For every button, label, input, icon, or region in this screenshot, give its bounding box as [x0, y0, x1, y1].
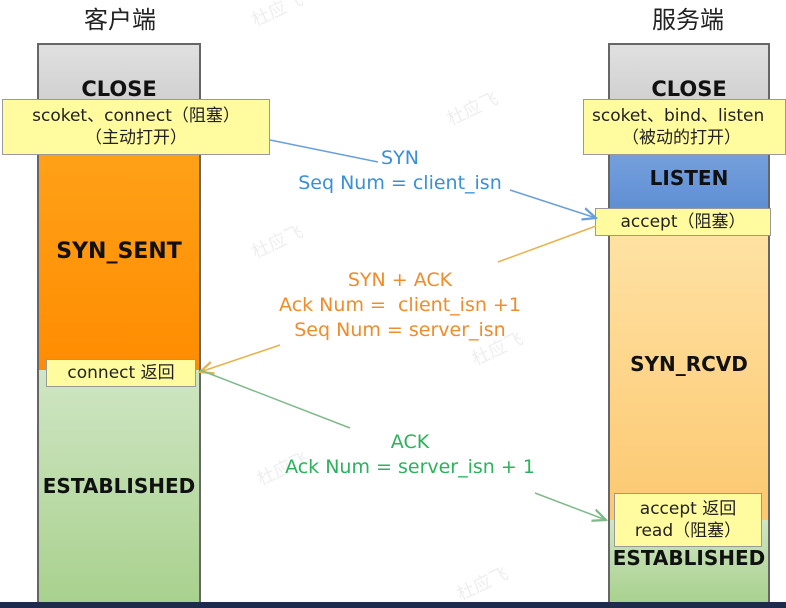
server-read-block-label: read（阻塞）	[634, 521, 742, 541]
server-listen-note: scoket、bind、listen （被动的打开）	[583, 99, 786, 155]
client-connect-note-line2: （主动打开）	[85, 128, 187, 148]
server-state-syn-rcvd: SYN_RCVD	[608, 208, 770, 520]
server-accept-return-label: accept 返回	[639, 499, 737, 519]
synack-message-line2: Ack Num = client_isn +1	[279, 294, 521, 316]
synack-message: SYN + ACK Ack Num = client_isn +1 Seq Nu…	[250, 268, 550, 343]
synack-arrow	[200, 344, 281, 372]
client-connect-return-label: connect 返回	[67, 363, 175, 383]
client-state-established: ESTABLISHED	[37, 370, 201, 602]
client-state-syn-sent: SYN_SENT	[37, 133, 201, 370]
server-accept-return-note: accept 返回 read（阻塞）	[614, 493, 762, 547]
client-syn-sent-label: SYN_SENT	[56, 239, 182, 264]
ack-message-line1: ACK	[390, 431, 430, 453]
syn-message: SYN Seq Num = client_isn	[260, 146, 540, 196]
synack-message-line3: Seq Num = server_isn	[294, 319, 506, 341]
ack-arrow	[534, 492, 606, 520]
client-connect-return-note: connect 返回	[46, 359, 196, 387]
syn-message-line2: Seq Num = client_isn	[298, 172, 502, 194]
client-title: 客户端	[84, 6, 156, 34]
syn-arrow	[509, 189, 596, 218]
server-established-label: ESTABLISHED	[612, 546, 766, 570]
server-syn-rcvd-label: SYN_RCVD	[630, 352, 748, 376]
client-connect-note-line1: scoket、connect（阻塞）	[32, 106, 240, 126]
ack-message-line2: Ack Num = server_isn + 1	[285, 456, 535, 478]
client-close-label: CLOSE	[81, 77, 157, 101]
syn-message-line1: SYN	[381, 147, 419, 169]
client-connect-note: scoket、connect（阻塞） （主动打开）	[2, 99, 270, 155]
ack-arrow-segment	[199, 369, 351, 429]
bottom-bar	[0, 602, 786, 608]
syn-arrow-segment	[269, 139, 379, 163]
server-close-label: CLOSE	[651, 77, 727, 101]
server-accept-block-label: accept（阻塞）	[620, 212, 746, 232]
server-accept-block-note: accept（阻塞）	[595, 208, 771, 236]
client-established-label: ESTABLISHED	[42, 474, 196, 498]
server-title: 服务端	[652, 6, 724, 34]
synack-arrow-segment	[497, 225, 597, 263]
server-listen-label: LISTEN	[649, 165, 729, 190]
ack-message: ACK Ack Num = server_isn + 1	[260, 430, 560, 480]
server-listen-note-line2: （被动的打开）	[622, 128, 741, 148]
server-listen-note-line1: scoket、bind、listen	[592, 106, 765, 126]
synack-message-line1: SYN + ACK	[347, 269, 453, 291]
